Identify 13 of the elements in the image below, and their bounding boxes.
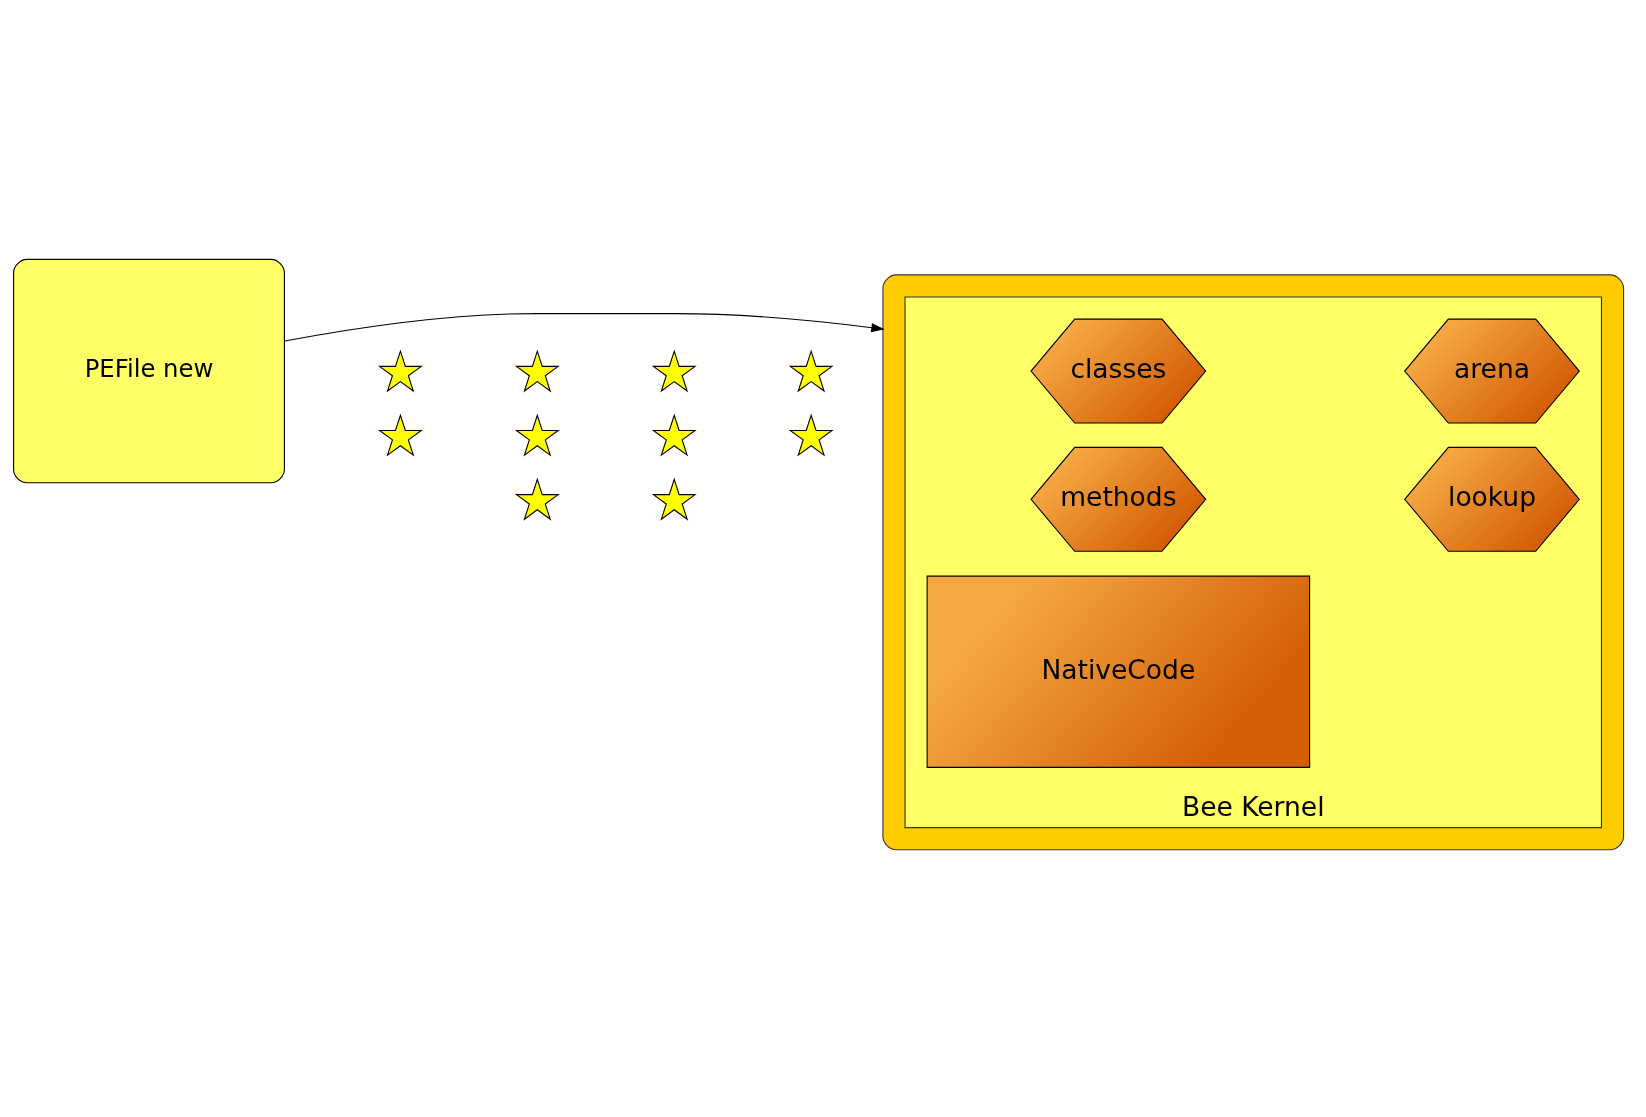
node-box: NativeCode bbox=[926, 575, 1311, 768]
arrow bbox=[284, 312, 885, 342]
node-star bbox=[651, 348, 697, 392]
node-star bbox=[514, 477, 560, 521]
node-star bbox=[788, 413, 834, 457]
node-star bbox=[788, 348, 834, 392]
node-star bbox=[651, 413, 697, 457]
node-star bbox=[514, 348, 560, 392]
node-star bbox=[377, 348, 423, 392]
node-star bbox=[651, 477, 697, 521]
node-box: PEFile new bbox=[13, 258, 285, 483]
node-star bbox=[514, 413, 560, 457]
node-star bbox=[377, 413, 423, 457]
